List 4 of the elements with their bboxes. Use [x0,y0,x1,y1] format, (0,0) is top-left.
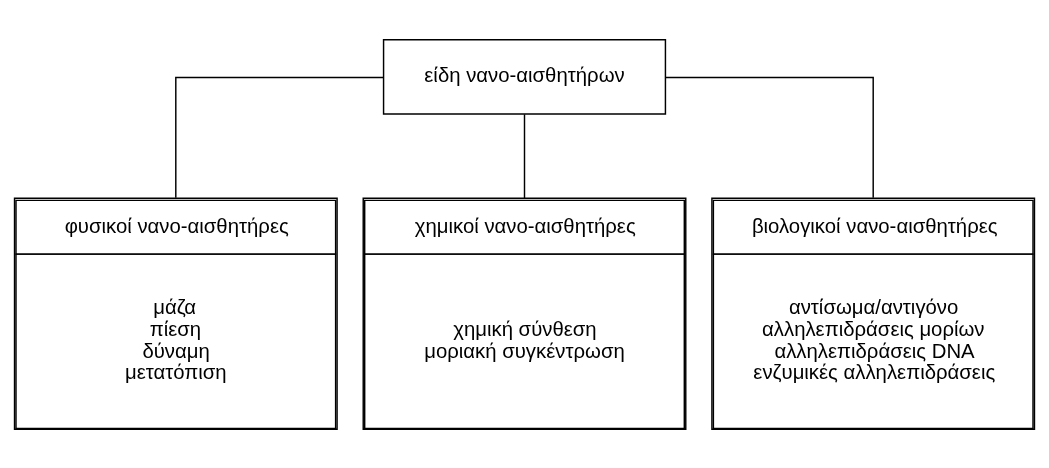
connector [175,76,384,198]
connector [665,76,874,198]
connector [523,113,526,199]
node-box: είδη νανο-αισθητήρων [382,38,667,115]
